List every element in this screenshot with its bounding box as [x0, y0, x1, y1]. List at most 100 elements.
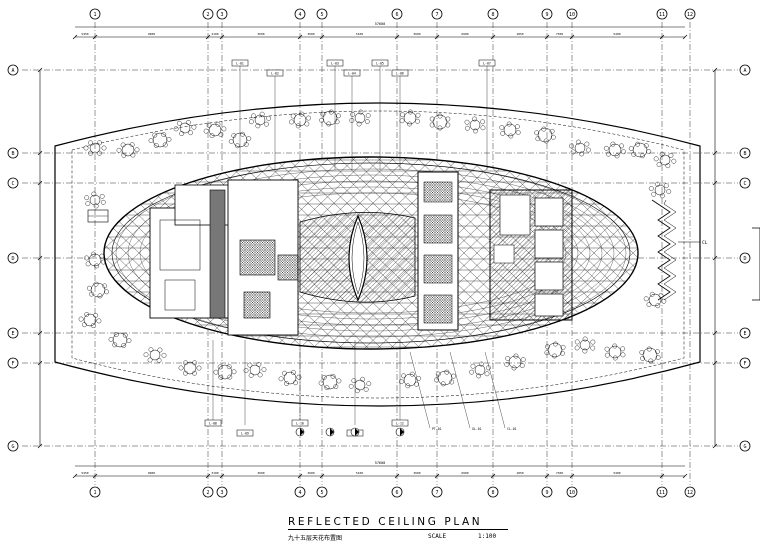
- lift-lobby: [489, 189, 573, 321]
- furniture-cluster: [464, 116, 486, 134]
- grid-bubble-row: D: [7, 252, 19, 264]
- annotation-tag-top: L-05: [371, 59, 389, 170]
- furniture-cluster: [108, 332, 132, 348]
- furniture-cluster: [319, 109, 341, 127]
- dimension-segment: 1850: [516, 32, 523, 36]
- furniture-cluster: [203, 121, 227, 139]
- grid-bubble-column: 7: [431, 486, 443, 498]
- furniture-cluster: [469, 361, 491, 379]
- dimension-segment: 6900: [461, 32, 468, 36]
- title-subrow: 九十五层天花布置图 SCALE 1:100: [288, 533, 508, 545]
- section-marker-right: CL: [678, 227, 760, 301]
- furniture-cluster: [78, 312, 102, 328]
- svg-text:L-01: L-01: [236, 62, 244, 66]
- furniture-cluster: [243, 362, 267, 378]
- grid-bubble-row: A: [739, 64, 751, 76]
- grid-bubble-column: 7: [431, 8, 443, 20]
- grid-bubble-label: 9: [545, 12, 548, 18]
- grid-bubble-column: 9: [541, 486, 553, 498]
- grid-bubble-column: 3: [216, 486, 228, 498]
- grid-bubble-label: 4: [298, 490, 301, 496]
- svg-text:L-03: L-03: [331, 62, 339, 66]
- grid-bubble-label: 4: [298, 12, 301, 18]
- annotation-tag-top: L-04: [343, 69, 361, 170]
- annotation-tag-top: L-03: [326, 59, 344, 170]
- grid-bubble-column: 2: [202, 8, 214, 20]
- dimension-segment: 9900: [148, 32, 155, 36]
- grid-bubble-label: 2: [206, 12, 209, 18]
- svg-text:L-05: L-05: [376, 62, 384, 66]
- annotation-tag-bottom: L-10: [291, 340, 309, 427]
- grid-bubble-label: G: [743, 444, 746, 450]
- grid-bubble-label: 2: [206, 490, 209, 496]
- grid-bubble-label: E: [11, 331, 14, 337]
- svg-text:PT-01: PT-01: [432, 427, 442, 431]
- furniture-cluster: [399, 109, 421, 127]
- furniture-cluster: [278, 370, 302, 386]
- furniture-cluster: [213, 364, 237, 380]
- dimension-segment: 5450: [81, 32, 88, 36]
- grid-bubble-column: 10: [566, 486, 578, 498]
- grid-bubble-column: 4: [294, 8, 306, 20]
- furniture-cluster: [83, 140, 107, 156]
- grid-bubble-label: 5: [320, 12, 323, 18]
- dimension-segment: 5100: [356, 471, 363, 475]
- drawing-subtitle: 九十五层天花布置图: [288, 535, 343, 542]
- annotation-note-bottom: CL-01: [484, 351, 517, 431]
- grid-bubble-column: 2: [202, 486, 214, 498]
- grid-bubble-label: B: [11, 151, 14, 157]
- grid-bubble-label: 10: [569, 12, 575, 18]
- dimension-overall: 57600: [375, 461, 386, 465]
- furniture-cluster: [534, 126, 556, 144]
- furniture-cluster: [143, 347, 167, 363]
- right-stair-detail: [651, 199, 677, 301]
- grid-bubble-row: A: [7, 64, 19, 76]
- grid-bubble-column: 5: [316, 8, 328, 20]
- grid-bubble-label: A: [11, 68, 14, 74]
- dimension-segment: 5400: [613, 32, 620, 36]
- grid-bubble-label: E: [743, 331, 746, 337]
- annotation-tag-top: L-01: [231, 59, 249, 170]
- dimension-segment: 3600: [413, 471, 420, 475]
- dimension-segment: 9900: [148, 471, 155, 475]
- grid-bubble-column: 4: [294, 486, 306, 498]
- grid-bubble-label: 3: [220, 490, 223, 496]
- grid-bubble-column: 9: [541, 8, 553, 20]
- grid-bubble-column: 1: [89, 8, 101, 20]
- grid-bubble-row: G: [7, 440, 19, 452]
- svg-text:CL-01: CL-01: [507, 427, 517, 431]
- furniture-cluster: [603, 141, 627, 159]
- grid-bubble-label: 6: [395, 12, 398, 18]
- grid-bubble-column: 10: [566, 8, 578, 20]
- grid-bubble-column: 8: [487, 486, 499, 498]
- furniture-cluster: [653, 151, 677, 169]
- grid-bubble-label: 3: [220, 12, 223, 18]
- svg-text:L-02: L-02: [271, 72, 279, 76]
- furniture-cluster: [544, 341, 566, 359]
- floor-outline-inner: [71, 110, 685, 399]
- drawing-title: REFLECTED CEILING PLAN: [288, 516, 508, 530]
- furniture-cluster: [569, 139, 591, 157]
- furniture-cluster: [349, 109, 371, 127]
- elevator-core: [417, 171, 459, 331]
- annotation-tag-bottom: L-08: [204, 340, 222, 427]
- grid-bubble-label: B: [743, 151, 746, 157]
- furniture-cluster: [148, 132, 172, 148]
- perimeter-furniture: [78, 109, 677, 394]
- dimension-segment: 5450: [81, 471, 88, 475]
- annotation-tag-top: L-07: [478, 59, 496, 170]
- scale-label: SCALE: [428, 533, 447, 540]
- grid-bubble-label: 1: [93, 490, 96, 496]
- dimension-segment: 3600: [413, 32, 420, 36]
- grid-bubble-label: A: [743, 68, 746, 74]
- grid-bubble-label: F: [11, 361, 14, 367]
- furniture-cluster: [574, 336, 596, 354]
- grid-bubble-label: C: [11, 181, 14, 187]
- furniture-cluster: [178, 360, 202, 376]
- furniture-cluster: [348, 376, 372, 394]
- section-callout: [395, 427, 405, 437]
- annotation-tag-bottom: L-09: [236, 340, 254, 437]
- core-left: [149, 179, 299, 336]
- grid-bubble-label: D: [11, 256, 14, 262]
